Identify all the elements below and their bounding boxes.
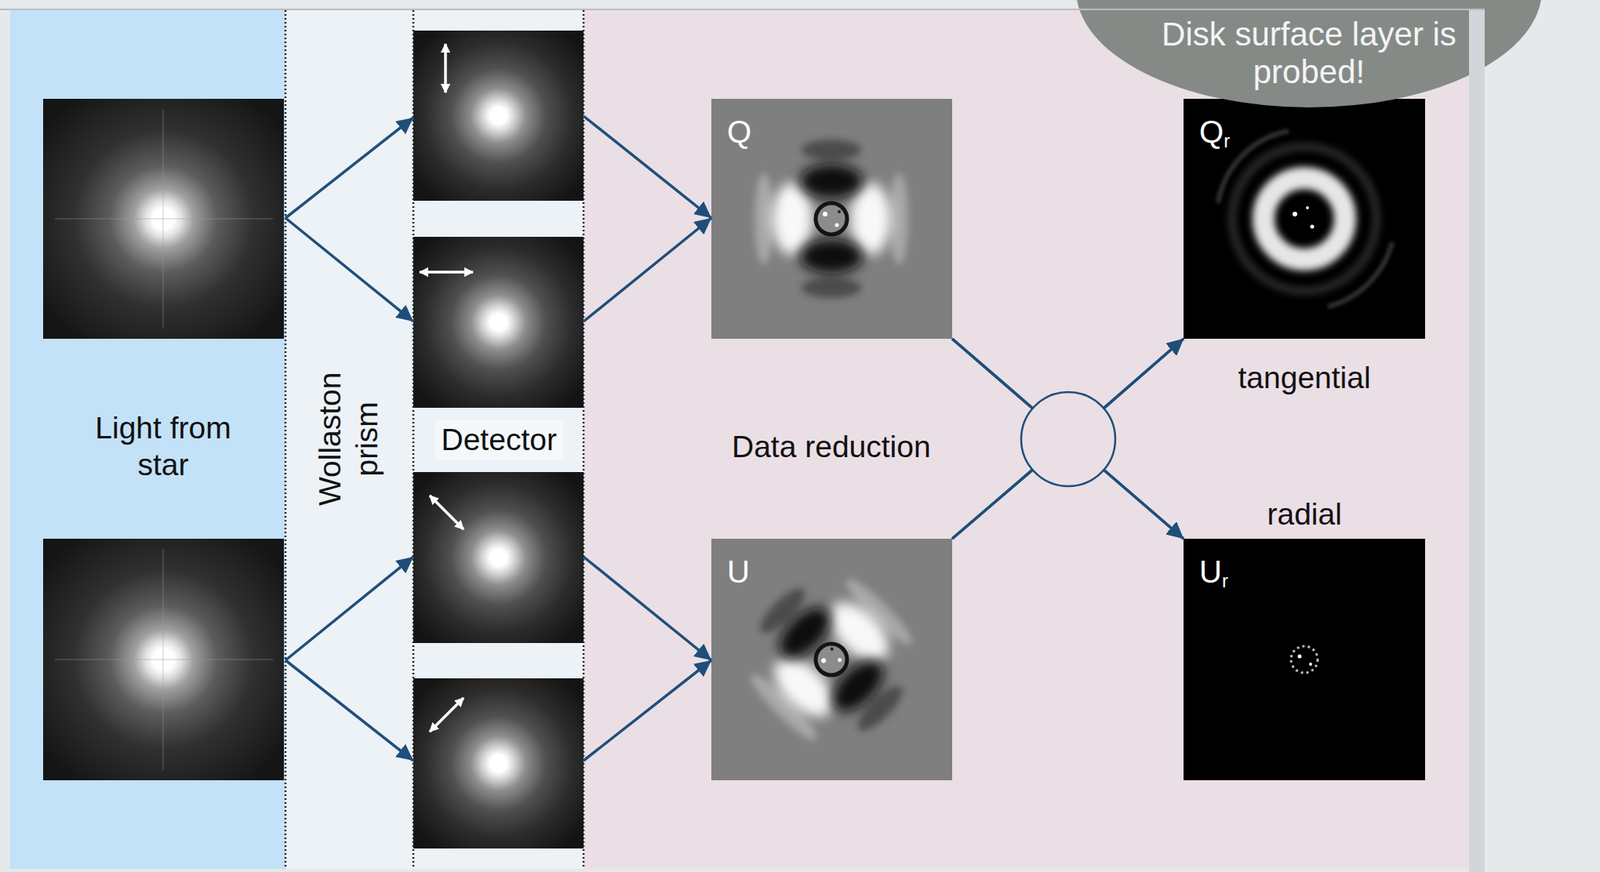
detector-image <box>413 236 584 408</box>
detector-image <box>413 30 584 201</box>
connector-arrow <box>952 469 1184 539</box>
star-image <box>54 658 273 661</box>
detector-image <box>413 30 584 201</box>
image-label: Ur <box>1199 552 1229 591</box>
ur-pattern <box>1298 654 1302 659</box>
band-label: Detector <box>435 420 564 461</box>
callout-outline <box>1076 0 1542 108</box>
detector-image <box>413 472 584 644</box>
qr-pattern <box>1232 146 1377 291</box>
connector-arrow <box>952 338 1184 409</box>
star-image <box>43 98 284 339</box>
detector-image <box>413 678 584 849</box>
u-pattern <box>720 549 942 770</box>
separator-dotted <box>285 10 584 870</box>
flow-arrow <box>285 660 414 761</box>
image-caption: tangential <box>1238 360 1371 397</box>
connector-arrow <box>952 338 1184 539</box>
detector-image <box>413 472 584 644</box>
detector-image <box>429 698 464 732</box>
band-label: Light from star <box>80 410 246 484</box>
ur-pattern <box>1309 662 1313 666</box>
qr-pattern <box>1305 206 1310 210</box>
detector-band: Detector <box>413 10 584 870</box>
callout-bubble: Disk surface layer is probed! <box>1076 0 1542 108</box>
separator-dotted <box>284 10 288 870</box>
flow-arrow <box>285 556 414 661</box>
star-image <box>43 98 284 339</box>
text-holder: Light from star <box>80 410 246 484</box>
text-holder: Ur <box>1199 552 1229 591</box>
image-caption: radial <box>1267 496 1342 534</box>
stokes-image: Q <box>711 98 953 339</box>
flow-arrow <box>583 218 712 322</box>
detector-image <box>429 495 464 530</box>
qr-pattern <box>1310 225 1315 230</box>
image-label: Q <box>727 112 752 151</box>
star-image <box>43 538 284 781</box>
detector-image <box>419 270 473 274</box>
callout-text: Disk surface layer is probed! <box>1140 15 1478 92</box>
star-image <box>43 538 284 781</box>
band-label: Wollaston prism <box>312 349 386 530</box>
qr-pattern <box>1282 196 1327 241</box>
detector-image <box>413 678 584 849</box>
qr-pattern <box>1218 130 1289 204</box>
qr-pattern <box>1292 211 1298 217</box>
text-holder: Data reduction <box>731 429 931 466</box>
star-image <box>54 218 273 220</box>
reduction-band: Data reductionQUQrtangentialradialUr <box>583 10 1470 870</box>
star-image <box>162 109 164 328</box>
qr-pattern <box>1327 242 1393 307</box>
qr-pattern <box>1263 178 1346 260</box>
connector-arrow <box>952 338 1184 539</box>
radial-stokes-image: Qrtangential <box>1183 98 1426 339</box>
flow-arrow <box>285 218 414 322</box>
text-holder: Detector <box>435 420 564 461</box>
slide-frame <box>0 9 1485 872</box>
text-holder: Q <box>727 112 752 151</box>
star-image <box>162 549 164 771</box>
flow-arrow <box>285 117 414 219</box>
text-holder: tangential <box>1238 360 1371 397</box>
text-holder: radial <box>1267 496 1342 534</box>
image-label: Qr <box>1199 112 1230 151</box>
separator-dotted <box>582 10 586 870</box>
text-holder: U <box>727 552 750 591</box>
text-holder: Wollaston prism <box>258 402 440 477</box>
text-holder: Disk surface layer is probed! <box>1140 15 1478 92</box>
combine-junction <box>1021 392 1116 487</box>
flow-arrow <box>583 116 712 219</box>
slide-frame <box>0 8 1485 11</box>
separator-dotted <box>412 10 415 870</box>
flow-arrow <box>285 116 712 761</box>
detector-image <box>443 43 448 93</box>
q-pattern <box>754 139 909 299</box>
ur-pattern <box>1290 646 1318 673</box>
flow-arrow <box>583 660 712 761</box>
ur-pattern <box>1290 646 1318 673</box>
detector-image <box>413 236 584 408</box>
stokes-image: U <box>711 538 953 781</box>
prism-band: Wollaston prism <box>285 10 414 870</box>
text-holder: Qr <box>1199 112 1230 151</box>
qr-pattern <box>1218 130 1393 307</box>
image-label: U <box>727 552 750 591</box>
band-label: Data reduction <box>731 429 931 466</box>
slide-frame <box>1469 10 1485 872</box>
flow-arrow <box>583 556 712 661</box>
radial-stokes-image: radialUr <box>1183 538 1426 781</box>
source-band: Light from star <box>10 10 286 870</box>
